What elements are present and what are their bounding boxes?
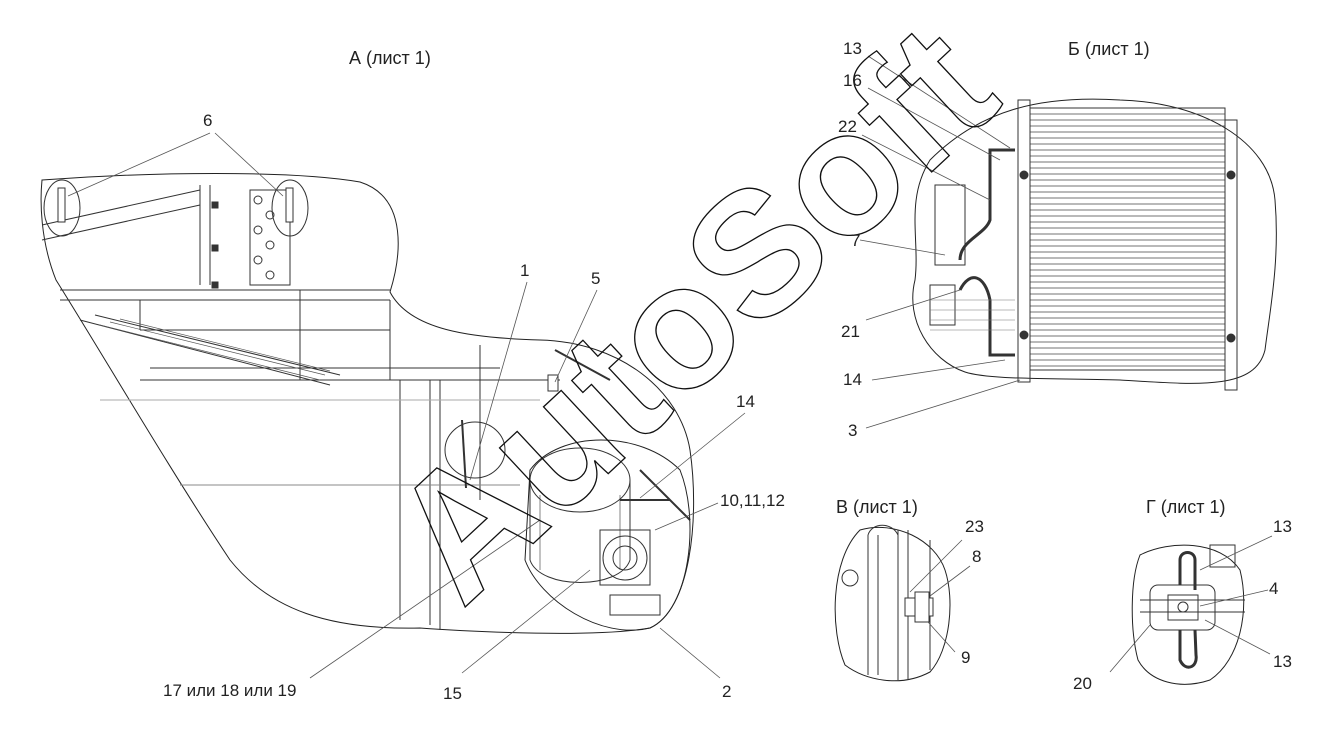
callout-label: 17 или 18 или 19 (163, 681, 297, 700)
callout-label: 9 (961, 648, 971, 667)
view-g-leaders (1109, 535, 1273, 673)
callout-label: 5 (591, 269, 601, 288)
callout-label: 22 (838, 117, 857, 136)
callout-label: 23 (965, 517, 984, 536)
callout-label: 1 (520, 261, 530, 280)
callout-label: 14 (736, 392, 755, 411)
callout-label: 13 (1273, 517, 1292, 536)
view-g-outline (1131, 544, 1245, 685)
view-a-outline (40, 173, 695, 634)
view-v-title: В (лист 1) (836, 497, 918, 517)
callout-label: 7 (851, 231, 861, 250)
callout-label: 14 (843, 370, 862, 389)
callout-label: 13 (843, 39, 862, 58)
view-b-title: Б (лист 1) (1068, 39, 1150, 59)
view-v-leaders (909, 539, 971, 653)
callout-label: 21 (841, 322, 860, 341)
callout-label: 2 (722, 682, 732, 701)
view-a-leaders (67, 132, 746, 679)
view-v-drawing (834, 524, 951, 682)
callout-label: 15 (443, 684, 462, 703)
callout-label: 20 (1073, 674, 1092, 693)
view-b-drawing (912, 98, 1277, 391)
callout-label: 10,11,12 (720, 491, 785, 510)
callout-label: 13 (1273, 652, 1292, 671)
view-a-title: А (лист 1) (349, 48, 431, 68)
view-g-title: Г (лист 1) (1146, 497, 1226, 517)
view-b-outline (912, 98, 1277, 384)
view-g-drawing (1131, 544, 1245, 685)
view-a-drawing (40, 173, 695, 634)
callout-label: 4 (1269, 579, 1279, 598)
callout-label: 16 (843, 71, 862, 90)
callout-label: 3 (848, 421, 858, 440)
view-b-leaders (859, 55, 1021, 429)
callout-label: 6 (203, 111, 213, 130)
callout-label: 8 (972, 547, 982, 566)
